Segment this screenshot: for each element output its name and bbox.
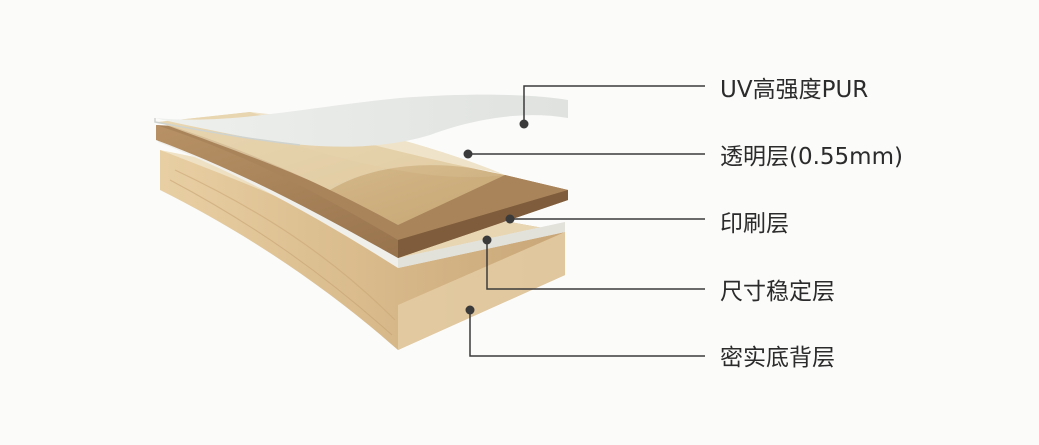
label-transparent-wear-layer: 透明层(0.55mm) [720, 144, 903, 170]
leader-line-backing [469, 310, 705, 357]
label-backing-layer: 密实底背层 [720, 345, 835, 371]
leader-dot-stability [482, 235, 492, 245]
leader-dot-print [505, 214, 515, 224]
label-print-layer: 印刷层 [720, 211, 789, 237]
leader-line-stability [486, 240, 705, 290]
label-stability-layer: 尺寸稳定层 [720, 279, 835, 305]
leader-dots [463, 119, 529, 315]
uv-layer-shape [154, 94, 568, 147]
leader-dot-wear [463, 149, 473, 159]
leader-dot-uv [519, 119, 529, 129]
stability-layer-shape [158, 132, 565, 268]
label-uv-pur-layer: UV高强度PUR [720, 77, 869, 103]
leader-line-uv [523, 85, 705, 124]
leader-dot-backing [465, 305, 475, 315]
leader-lines [468, 85, 705, 357]
